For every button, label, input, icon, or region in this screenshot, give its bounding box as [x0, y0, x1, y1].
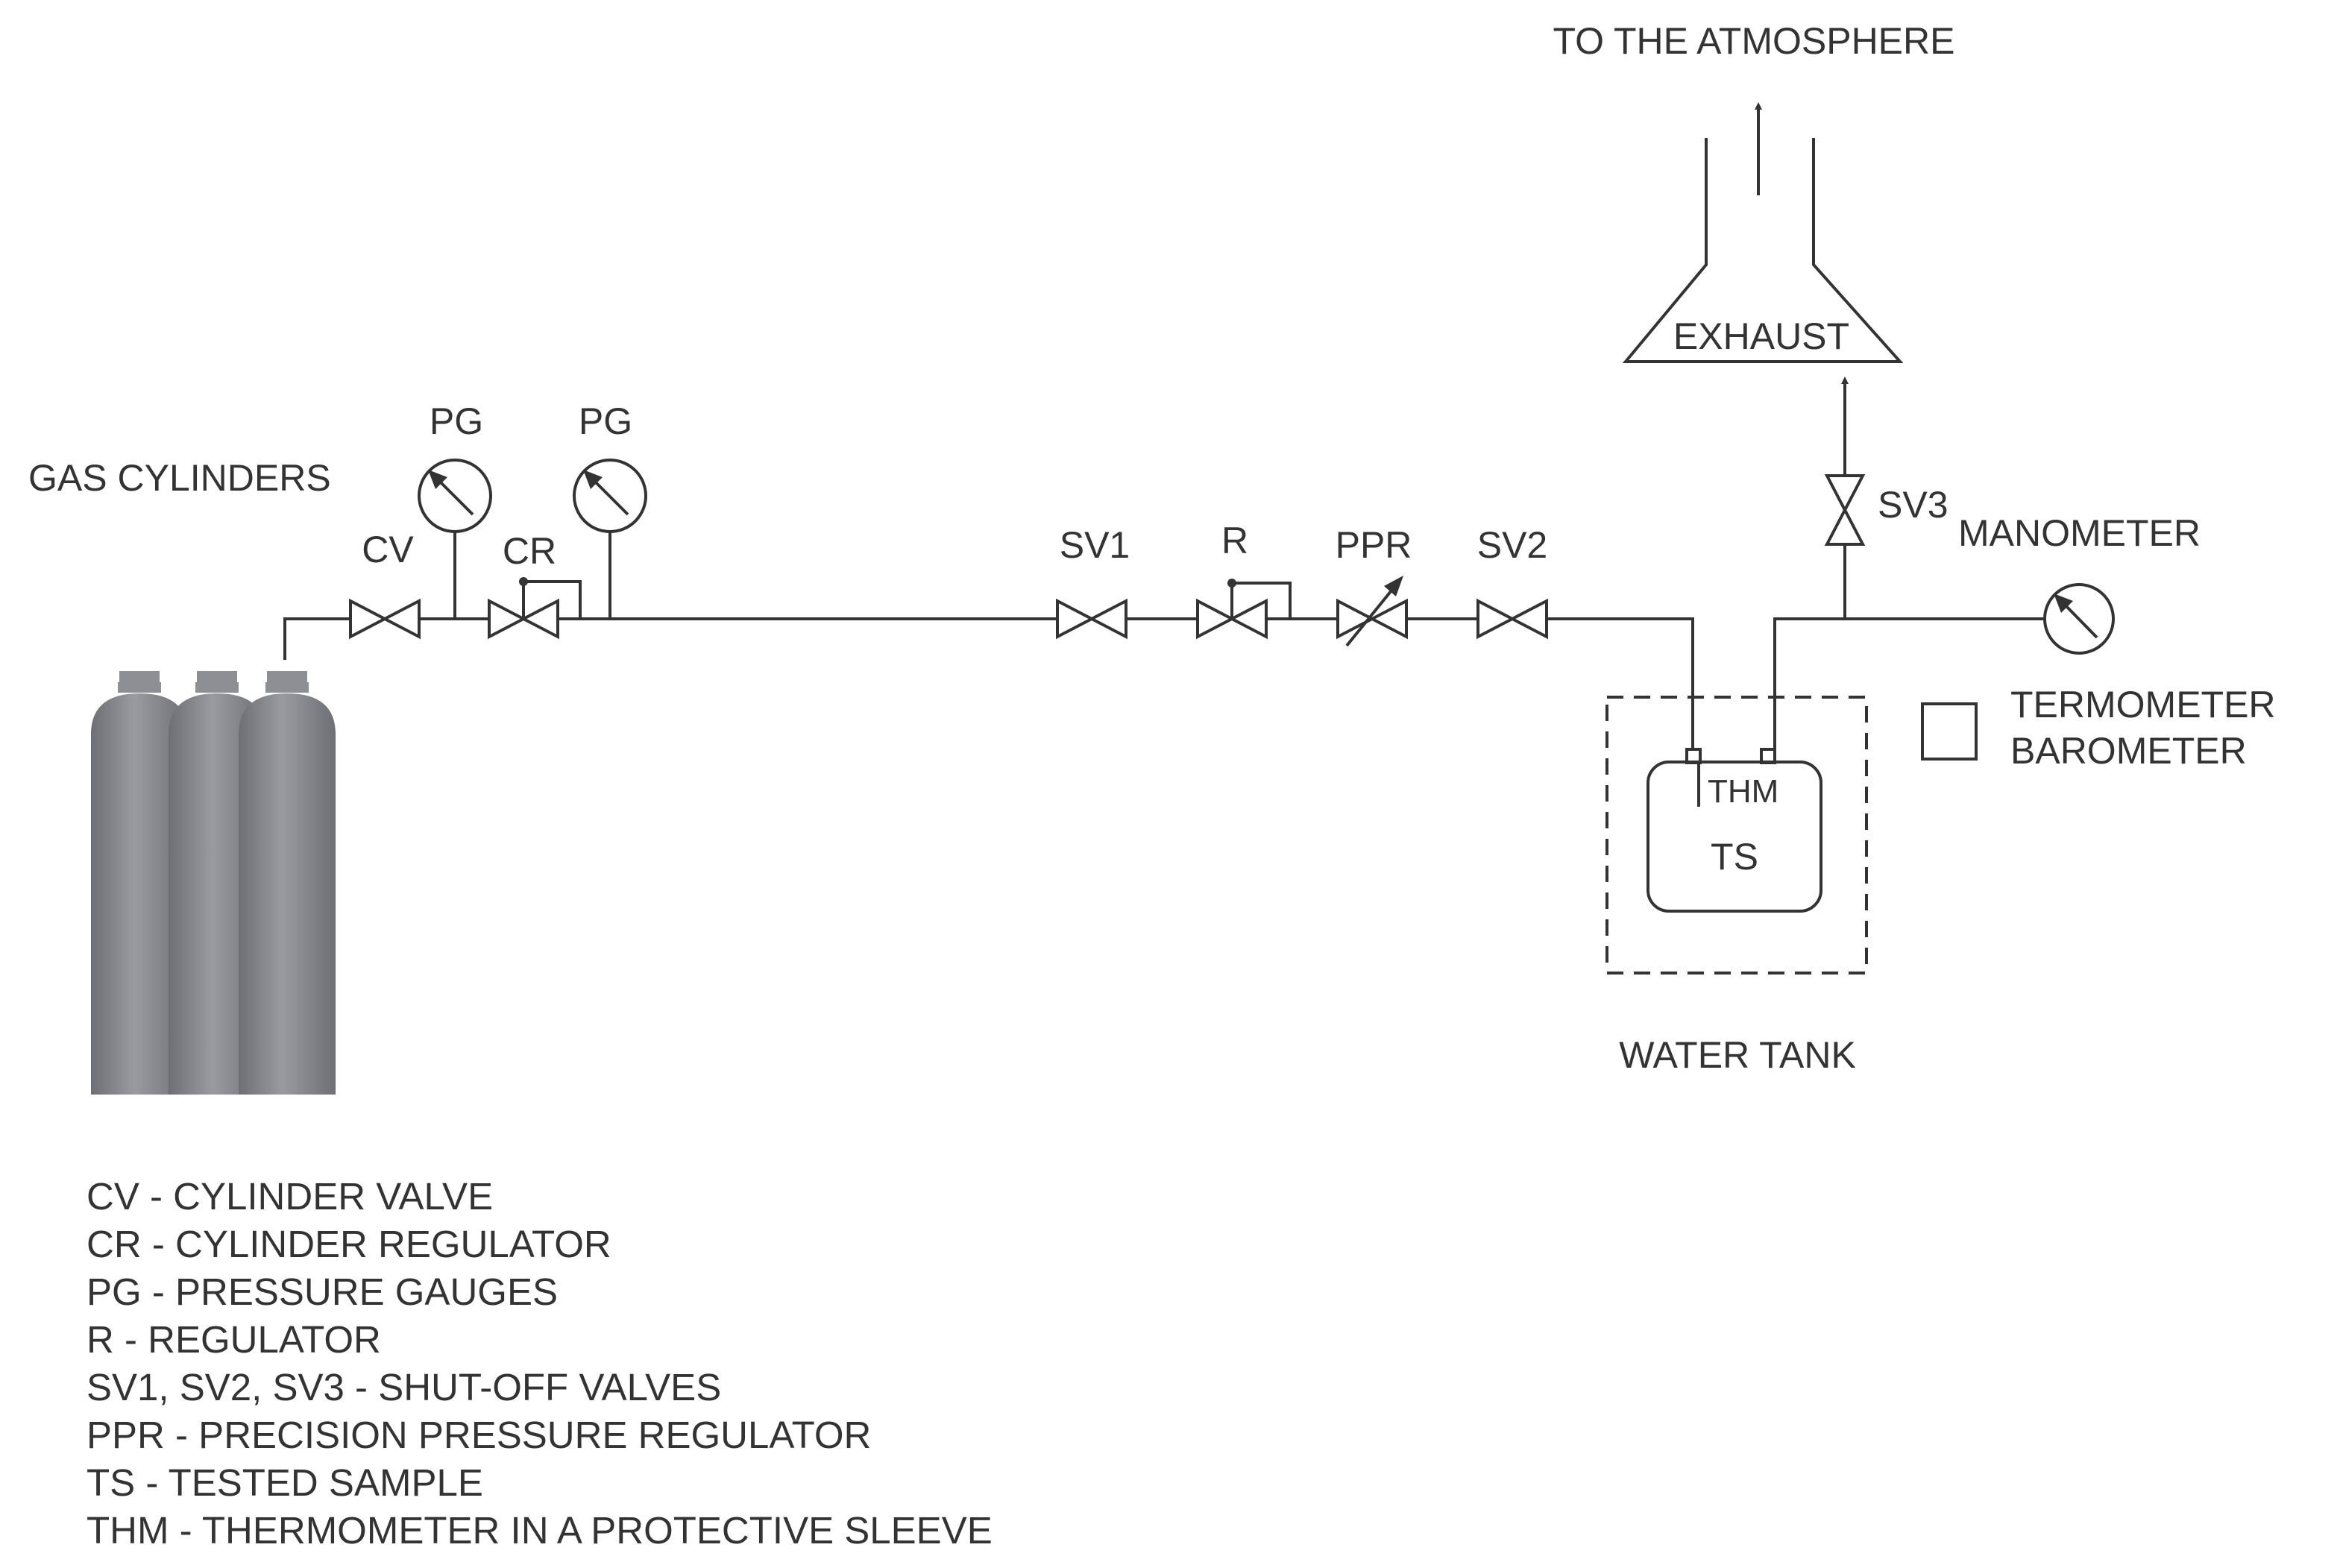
label-r: R — [1221, 520, 1248, 561]
label-exhaust: EXHAUST — [1673, 315, 1849, 357]
cylinder-valve — [349, 598, 421, 640]
legend-item: TS - TESTED SAMPLE — [87, 1461, 483, 1504]
legend-item: THM - THERMOMETER IN A PROTECTIVE SLEEVE — [87, 1509, 993, 1552]
label-cr: CR — [503, 530, 556, 572]
legend: CV - CYLINDER VALVE CR - CYLINDER REGULA… — [87, 1175, 993, 1552]
legend-item: PG - PRESSURE GAUGES — [87, 1271, 558, 1313]
cylinder-regulator — [488, 577, 582, 640]
label-barometer: BAROMETER — [2010, 730, 2247, 772]
label-thm: THM — [1708, 773, 1778, 810]
manometer — [2043, 583, 2115, 655]
gas-cylinder — [91, 671, 188, 1095]
main-pipe — [283, 617, 1694, 749]
label-cv: CV — [362, 529, 414, 570]
label-gas-cylinders: GAS CYLINDERS — [28, 457, 331, 499]
water-tank — [1605, 696, 1868, 975]
legend-item: R - REGULATOR — [87, 1318, 381, 1361]
label-sv2: SV2 — [1477, 524, 1548, 566]
label-manometer: MANOMETER — [1958, 512, 2201, 554]
termometer-barometer-box — [1921, 702, 1978, 761]
label-sv3: SV3 — [1878, 484, 1949, 526]
pressure-gauge-2 — [573, 459, 647, 619]
precision-pressure-regulator — [1336, 576, 1408, 647]
legend-item: SV1, SV2, SV3 - SHUT-OFF VALVES — [87, 1366, 721, 1408]
legend-item: PPR - PRECISION PRESSURE REGULATOR — [87, 1414, 871, 1456]
label-ppr: PPR — [1336, 524, 1412, 566]
tested-sample — [1647, 748, 1822, 913]
gas-cylinder — [239, 671, 336, 1095]
outlet-pipe — [1773, 377, 2043, 749]
pressure-gauge-1 — [418, 459, 492, 619]
legend-item: CR - CYLINDER REGULATOR — [87, 1223, 611, 1265]
gas-cylinders — [91, 671, 336, 1095]
label-to-the-atmosphere: TO THE ATMOSPHERE — [1553, 20, 1955, 62]
label-sv1: SV1 — [1060, 524, 1130, 566]
shut-off-valve-sv1 — [1056, 598, 1127, 640]
label-termometer: TERMOMETER — [2010, 684, 2276, 725]
label-pg-1: PG — [430, 400, 483, 442]
label-ts: TS — [1711, 836, 1758, 878]
shut-off-valve-sv3 — [1824, 474, 1866, 546]
exhaust-hood — [1622, 102, 1904, 363]
legend-item: CV - CYLINDER VALVE — [87, 1175, 493, 1218]
label-pg-2: PG — [579, 400, 632, 442]
shut-off-valve-sv2 — [1476, 598, 1548, 640]
regulator-r — [1196, 579, 1292, 640]
label-water-tank: WATER TANK — [1619, 1034, 1856, 1076]
